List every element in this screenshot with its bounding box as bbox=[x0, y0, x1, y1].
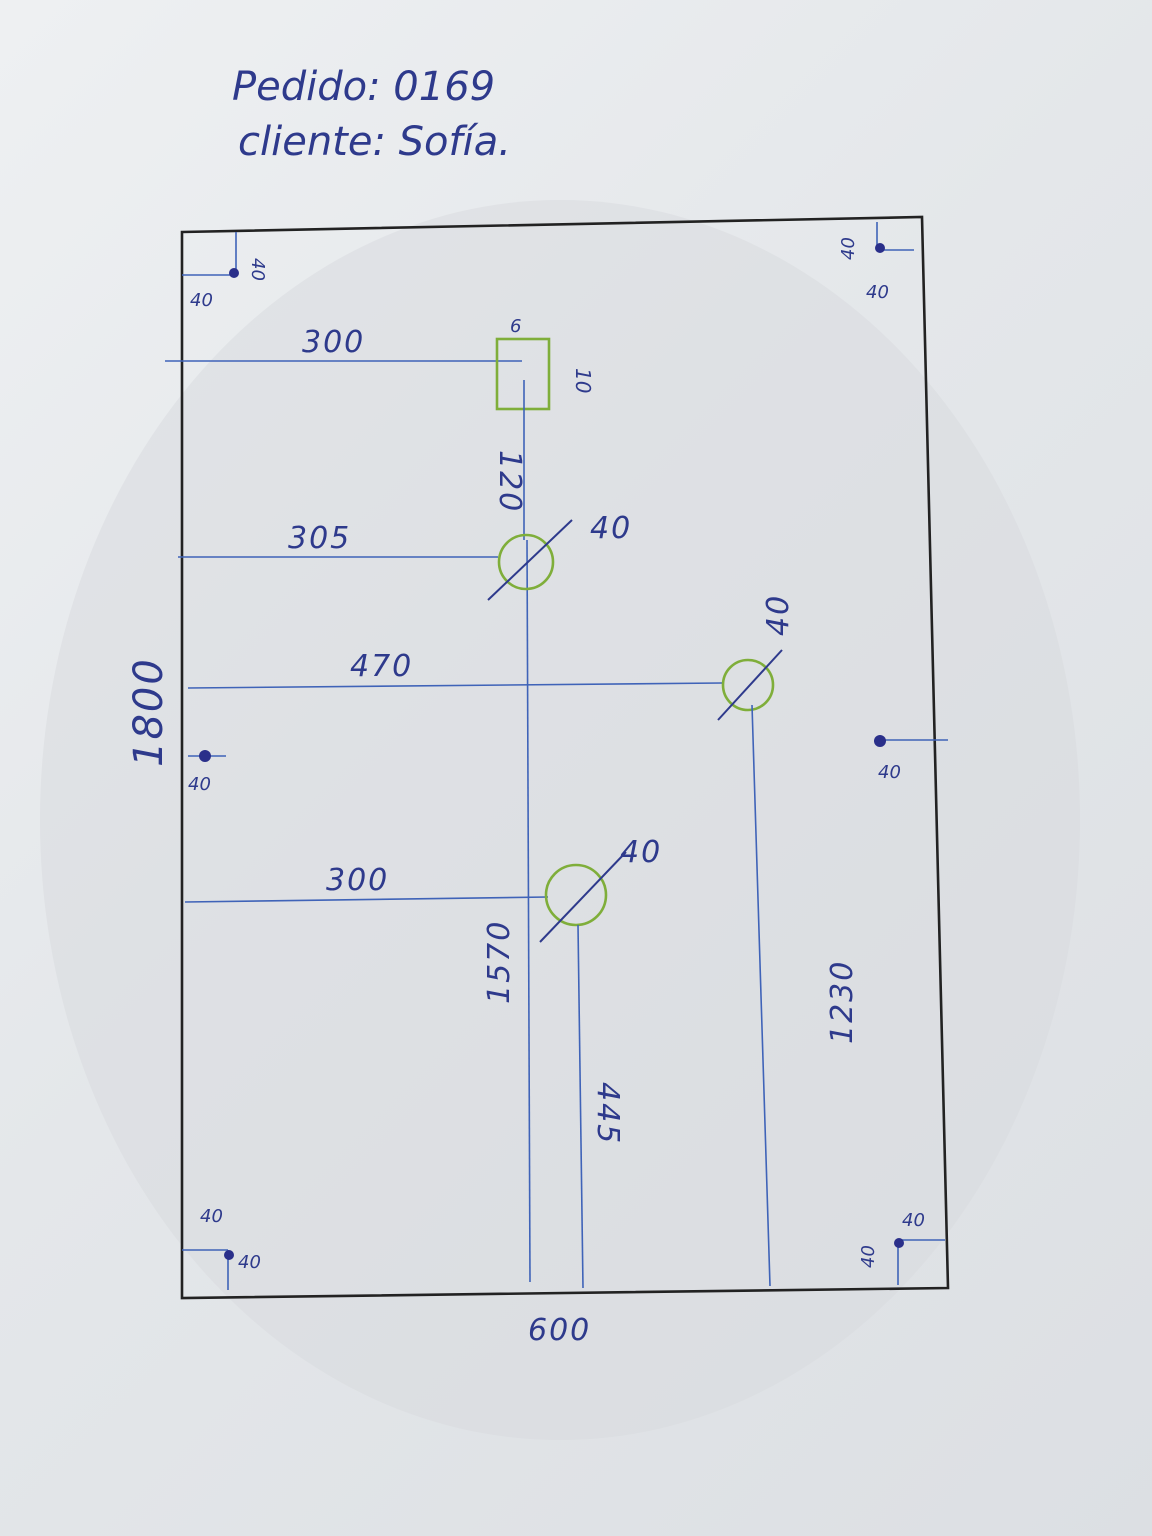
dimension-label: 305 bbox=[288, 521, 351, 556]
corner-dim: 40 bbox=[190, 290, 213, 311]
dimension-label: 300 bbox=[326, 863, 389, 898]
client-name: cliente: Sofía. bbox=[238, 119, 511, 165]
vertical-guide bbox=[526, 539, 531, 1283]
drill-dot bbox=[875, 243, 885, 253]
dimension-label: 120 bbox=[492, 450, 527, 513]
drill-dot bbox=[224, 1250, 234, 1260]
corner-top-right: 40 40 bbox=[838, 222, 914, 303]
corner-dim: 40 bbox=[838, 237, 859, 260]
corner-dim: 40 bbox=[902, 1210, 925, 1231]
corner-top-left: 40 40 bbox=[182, 232, 268, 311]
drill-dot bbox=[874, 735, 886, 747]
drill-dot bbox=[229, 268, 239, 278]
hole-2: 470 40 1230 bbox=[187, 594, 860, 1287]
middle-right-hole: 40 bbox=[874, 735, 948, 783]
round-hole bbox=[497, 533, 555, 591]
dimension-label: 300 bbox=[302, 325, 365, 360]
rect-cutout: 300 6 10 120 bbox=[165, 316, 595, 540]
hole-3: 300 40 445 bbox=[184, 835, 662, 1289]
corner-dim: 40 bbox=[247, 258, 268, 281]
dimension-label: 445 bbox=[590, 1082, 625, 1145]
slot-height: 10 bbox=[571, 368, 595, 393]
board-height: 1800 bbox=[126, 657, 172, 767]
round-hole bbox=[544, 863, 608, 927]
order-number: Pedido: 0169 bbox=[232, 64, 495, 110]
drill-dot bbox=[894, 1238, 904, 1248]
corner-bottom-right: 40 40 bbox=[858, 1210, 945, 1285]
board-outline bbox=[180, 215, 950, 1300]
drill-dot bbox=[199, 750, 211, 762]
corner-bottom-left: 40 40 bbox=[182, 1206, 261, 1290]
corner-dim: 40 bbox=[200, 1206, 223, 1227]
round-hole bbox=[721, 658, 775, 712]
rect-slot bbox=[495, 337, 551, 411]
hole-diameter: 40 bbox=[620, 835, 662, 870]
edge-dim: 40 bbox=[878, 762, 901, 783]
corner-dim: 40 bbox=[238, 1252, 261, 1273]
board-width: 600 bbox=[528, 1313, 591, 1348]
slot-width: 6 bbox=[510, 316, 521, 337]
dimension-label: 1230 bbox=[825, 960, 860, 1044]
corner-dim: 40 bbox=[866, 282, 889, 303]
middle-left-hole: 40 bbox=[188, 750, 226, 795]
hole-1: 305 40 bbox=[178, 511, 632, 601]
dimension-label: 470 bbox=[350, 649, 413, 684]
dimension-label: 1570 bbox=[482, 920, 517, 1004]
hole-diameter: 40 bbox=[590, 511, 632, 546]
paper-shadow bbox=[40, 200, 1080, 1440]
corner-dim: 40 bbox=[858, 1245, 879, 1268]
hole-diameter: 40 bbox=[761, 594, 796, 636]
edge-dim: 40 bbox=[188, 774, 211, 795]
